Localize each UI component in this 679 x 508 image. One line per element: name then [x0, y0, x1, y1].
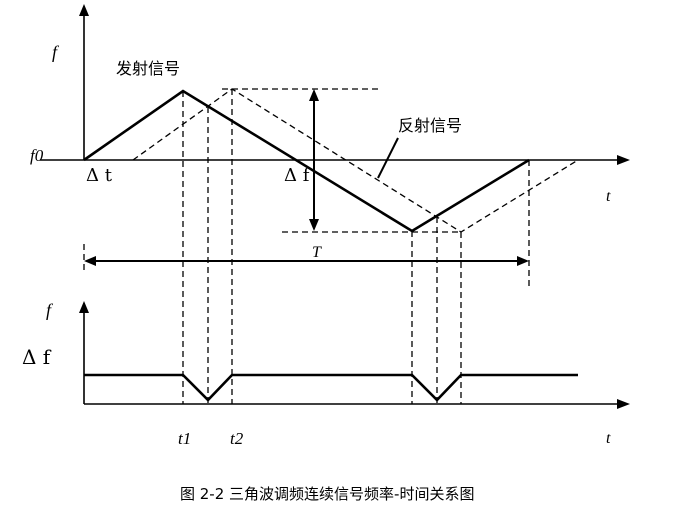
- delta-f-arrow-bottom-head: [309, 219, 319, 231]
- bottom-x-axis-label: t: [606, 430, 611, 447]
- top-y-axis-label: f: [52, 42, 60, 62]
- period-label: T: [312, 244, 322, 261]
- top-y-axis-arrowhead: [79, 4, 89, 16]
- reflected-pointer-line: [377, 137, 399, 179]
- bottom-y-axis-label: f: [46, 300, 54, 320]
- bottom-y-axis-arrowhead: [79, 301, 89, 313]
- bottom-x-axis-arrowhead: [617, 399, 630, 409]
- delta-t-label: Δ t: [86, 165, 113, 186]
- delta-f-mid-label: Δ f: [284, 165, 311, 186]
- f0-label: f0: [30, 146, 44, 165]
- figure-caption: 图 2-2 三角波调频连续信号频率-时间关系图: [180, 485, 474, 503]
- t2-label: t2: [230, 429, 244, 448]
- transmitted-signal-line: [83, 89, 530, 233]
- period-arrow-right-head: [517, 256, 529, 266]
- top-x-axis-label: t: [606, 188, 611, 205]
- delta-f-arrow-top-head: [309, 89, 319, 101]
- delta-f-bottom-label: Δ f: [22, 345, 52, 369]
- t1-label: t1: [178, 429, 191, 448]
- period-arrow-left-head: [84, 256, 96, 266]
- reflected-signal-label: 反射信号: [398, 116, 462, 135]
- transmitted-signal-label: 发射信号: [116, 59, 180, 78]
- beat-frequency-line: [84, 373, 578, 402]
- top-x-axis-arrowhead: [617, 155, 630, 165]
